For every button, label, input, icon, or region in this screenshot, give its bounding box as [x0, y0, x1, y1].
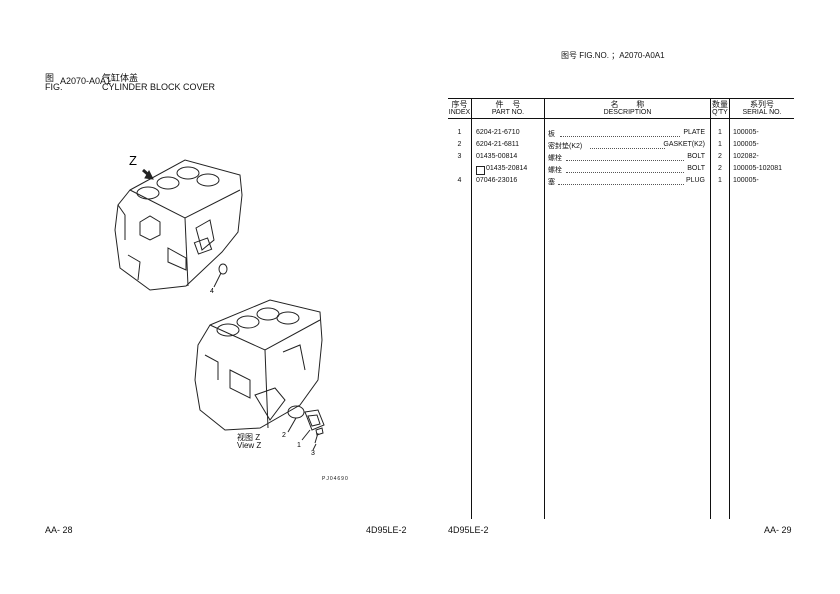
row-desc-en: BOLT	[687, 165, 705, 172]
row-part-number: 01435-00814	[476, 153, 518, 160]
view-label-cn: 视图 Z	[237, 433, 261, 442]
row-qty: 1	[718, 177, 722, 184]
fig-label-cn: 图	[45, 73, 55, 83]
row-desc-en: PLUG	[685, 177, 705, 184]
header-desc-cn: 名 称	[610, 100, 645, 109]
row-qty: 1	[718, 141, 722, 148]
callout-z: Z	[129, 153, 137, 168]
row-desc-cn: 塞	[548, 179, 555, 186]
callout-3: 3	[311, 450, 315, 457]
header-qty-cn: 数量	[712, 100, 728, 109]
fig-code: A2070-A0A1	[60, 76, 112, 86]
title-en: CYLINDER BLOCK COVER	[102, 82, 216, 92]
fig-no-header: 图号 FIG.NO. ；A2070-A0A1	[561, 51, 665, 60]
row-part-number: 01435-20814	[486, 165, 528, 172]
row-qty: 2	[718, 153, 722, 160]
header-serial-en: SERIAL NO.	[742, 109, 782, 116]
exploded-view-drawing: Z 4 2 1 3	[114, 153, 325, 457]
row-desc-cn: 螺栓	[548, 155, 562, 162]
callout-2: 2	[282, 432, 286, 439]
right-page-number: AA- 29	[764, 525, 792, 535]
row-part-number: 6204-21-6710	[476, 129, 520, 136]
row-index: 2	[457, 141, 462, 148]
row-index: 4	[457, 177, 462, 184]
row-desc-en: PLATE	[683, 129, 705, 136]
callout-1: 1	[297, 442, 301, 449]
title-cn: 气缸体盖	[102, 73, 139, 83]
row-serial: 100005-	[733, 129, 759, 136]
parts-table: 序号 INDEX 件 号 PART NO. 名 称 DESCRIPTION 数量…	[448, 98, 794, 519]
row-qty: 2	[718, 165, 722, 172]
header-desc-en: DESCRIPTION	[603, 109, 652, 116]
callout-4: 4	[210, 288, 214, 295]
row-index: 1	[457, 129, 462, 136]
view-label-en: View Z	[237, 441, 262, 450]
row-qty: 1	[718, 129, 722, 136]
row-desc-cn: 密封垫(K2)	[548, 143, 583, 150]
header-index-cn: 序号	[451, 100, 468, 109]
row-serial: 100005-	[733, 177, 759, 184]
header-part-en: PART NO.	[491, 109, 525, 116]
header-qty-en: Q'TY	[712, 109, 728, 116]
row-serial: 100005-102081	[733, 165, 783, 172]
left-page-number: AA- 28	[45, 525, 73, 535]
row-part-number: 07046-23016	[476, 177, 518, 184]
right-model: 4D95LE-2	[448, 525, 489, 535]
row-desc-en: BOLT	[687, 153, 705, 160]
header-index-en: INDEX	[448, 109, 471, 116]
header-serial-cn: 系列号	[750, 100, 774, 109]
row-serial: 102082-	[733, 153, 759, 160]
drawing-number: PJ04690	[322, 476, 349, 482]
interchangeability-box	[476, 166, 485, 175]
left-model: 4D95LE-2	[366, 525, 407, 535]
row-desc-en: GASKET(K2)	[663, 141, 705, 148]
fig-label-en: FIG.	[45, 82, 63, 92]
row-serial: 100005-	[733, 141, 759, 148]
header-part-cn: 件 号	[495, 100, 521, 109]
row-index: 3	[457, 153, 462, 160]
row-part-number: 6204-21-6811	[476, 141, 520, 148]
row-desc-cn: 螺栓	[548, 167, 562, 174]
row-desc-cn: 板	[548, 131, 555, 138]
